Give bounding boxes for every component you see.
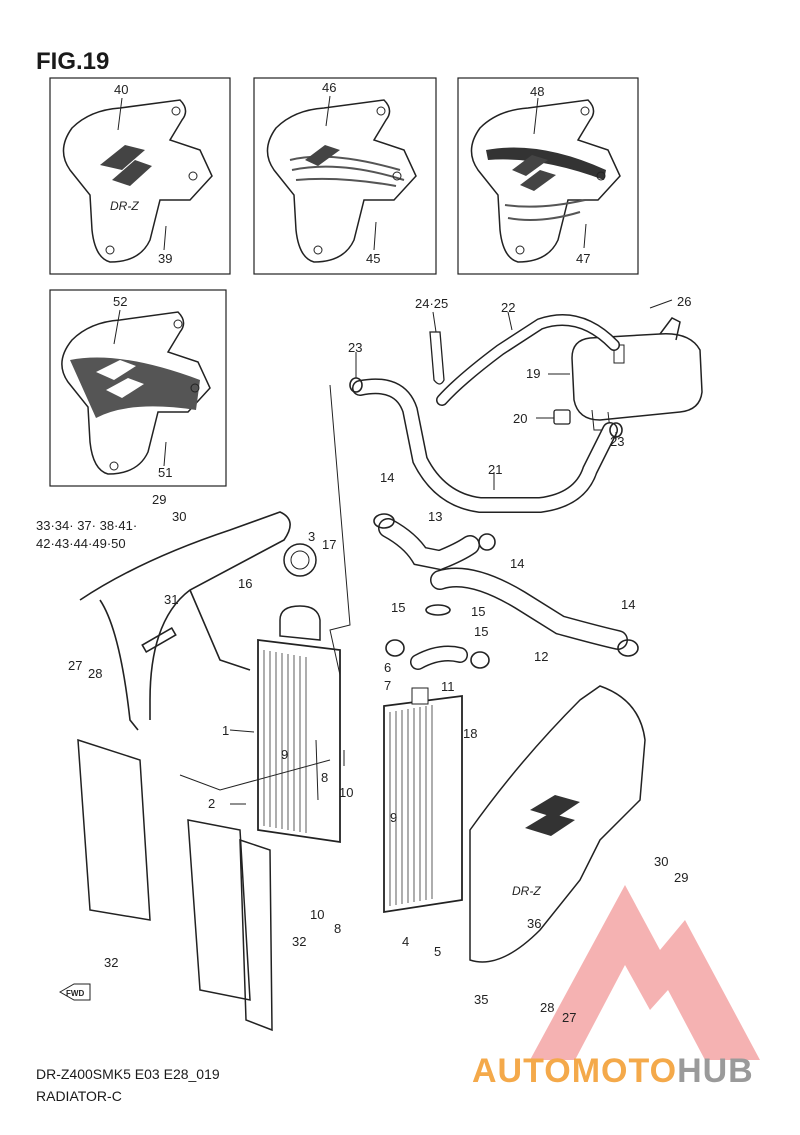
callout-10-left: 10 (339, 785, 353, 800)
diagram-code: DR-Z400SMK5 E03 E28_019 (36, 1066, 220, 1082)
callout-29-top: 29 (152, 492, 166, 507)
callout-labels: 40 39 46 45 48 47 52 51 24·25 22 26 19 2… (36, 80, 691, 1025)
callout-27-left: 27 (68, 658, 82, 673)
callout-11: 11 (441, 679, 455, 694)
reservoir-hose (436, 314, 620, 406)
callout-45: 45 (366, 251, 380, 266)
callout-39: 39 (158, 251, 172, 266)
callout-22: 22 (501, 300, 515, 315)
shroud-frame (79, 511, 291, 731)
radiator-inlet-hose (352, 378, 618, 513)
callout-29-right: 29 (674, 870, 688, 885)
callout-27-right: 27 (562, 1010, 576, 1025)
callout-13: 13 (428, 509, 442, 524)
callout-51: 51 (158, 465, 172, 480)
watermark-part2: HUB (677, 1052, 754, 1090)
watermark-logo-icon (530, 885, 760, 1060)
callout-19: 19 (526, 366, 540, 381)
callout-30-right: 30 (654, 854, 668, 869)
callout-28-left: 28 (88, 666, 102, 681)
callout-12: 12 (534, 649, 548, 664)
callout-23-bottom: 23 (610, 434, 624, 449)
callout-15-b: 15 (471, 604, 485, 619)
callout-24-25: 24·25 (415, 296, 448, 311)
diagram-name: RADIATOR-C (36, 1088, 122, 1104)
callout-26: 26 (677, 294, 691, 309)
callout-28-right: 28 (540, 1000, 554, 1015)
callout-46: 46 (322, 80, 336, 95)
right-radiator (383, 687, 463, 914)
callout-32-left: 32 (104, 955, 118, 970)
callout-52: 52 (113, 294, 127, 309)
watermark-text: AUTOMOTOHUB (472, 1052, 754, 1091)
callout-40: 40 (114, 82, 128, 97)
hose-11 (410, 645, 468, 670)
callout-9-left: 9 (281, 747, 288, 762)
callout-7: 7 (384, 678, 391, 693)
callout-23-top: 23 (348, 340, 362, 355)
callout-47: 47 (576, 251, 590, 266)
callout-5: 5 (434, 944, 441, 959)
callout-31: 31 (164, 592, 178, 607)
radiator-guards (77, 738, 273, 1032)
lower-hose-12 (430, 567, 628, 650)
shroud-variant-box-1: DR-Z (49, 77, 231, 275)
shroud-variant-box-3 (457, 77, 639, 275)
callout-18: 18 (463, 726, 477, 741)
callout-15-a: 15 (391, 600, 405, 615)
callout-8-right: 8 (334, 921, 341, 936)
short-hose-13 (378, 518, 480, 571)
callout-32-right: 32 (292, 934, 306, 949)
right-shroud: DR-Z (469, 685, 646, 963)
left-radiator (257, 543, 341, 844)
fwd-label: FWD (66, 989, 84, 998)
emblem-text: DR-Z (110, 199, 139, 213)
callout-20: 20 (513, 411, 527, 426)
callout-2: 2 (208, 796, 215, 811)
callout-21: 21 (488, 462, 502, 477)
callout-group-33: 33·34· 37· 38·41· (36, 518, 137, 533)
callout-group-42: 42·43·44·49·50 (36, 536, 126, 551)
callout-6: 6 (384, 660, 391, 675)
clamp-part (429, 331, 571, 425)
reservoir-tank (571, 317, 703, 431)
callout-14-a: 14 (380, 470, 394, 485)
callout-4: 4 (402, 934, 409, 949)
shroud-variant-box-2 (253, 77, 437, 275)
callout-10-right: 10 (310, 907, 324, 922)
callout-8-left: 8 (321, 770, 328, 785)
watermark-part1: AUTOMOTO (472, 1052, 678, 1090)
callout-48: 48 (530, 84, 544, 99)
callout-9-right: 9 (390, 810, 397, 825)
callout-3: 3 (308, 529, 315, 544)
fwd-arrow-icon: FWD (58, 983, 91, 1001)
shroud-variant-box-4 (49, 289, 227, 487)
callout-30-top: 30 (172, 509, 186, 524)
callout-35: 35 (474, 992, 488, 1007)
callout-14-b: 14 (510, 556, 524, 571)
clamps (349, 377, 639, 669)
callout-15-c: 15 (474, 624, 488, 639)
callout-16: 16 (238, 576, 252, 591)
figure-title: FIG.19 (36, 48, 110, 75)
callout-1: 1 (222, 723, 229, 738)
callout-17: 17 (322, 537, 336, 552)
leader-lines (113, 95, 673, 805)
callout-36: 36 (527, 916, 541, 931)
svg-text:DR-Z: DR-Z (512, 884, 541, 898)
callout-14-c: 14 (621, 597, 635, 612)
